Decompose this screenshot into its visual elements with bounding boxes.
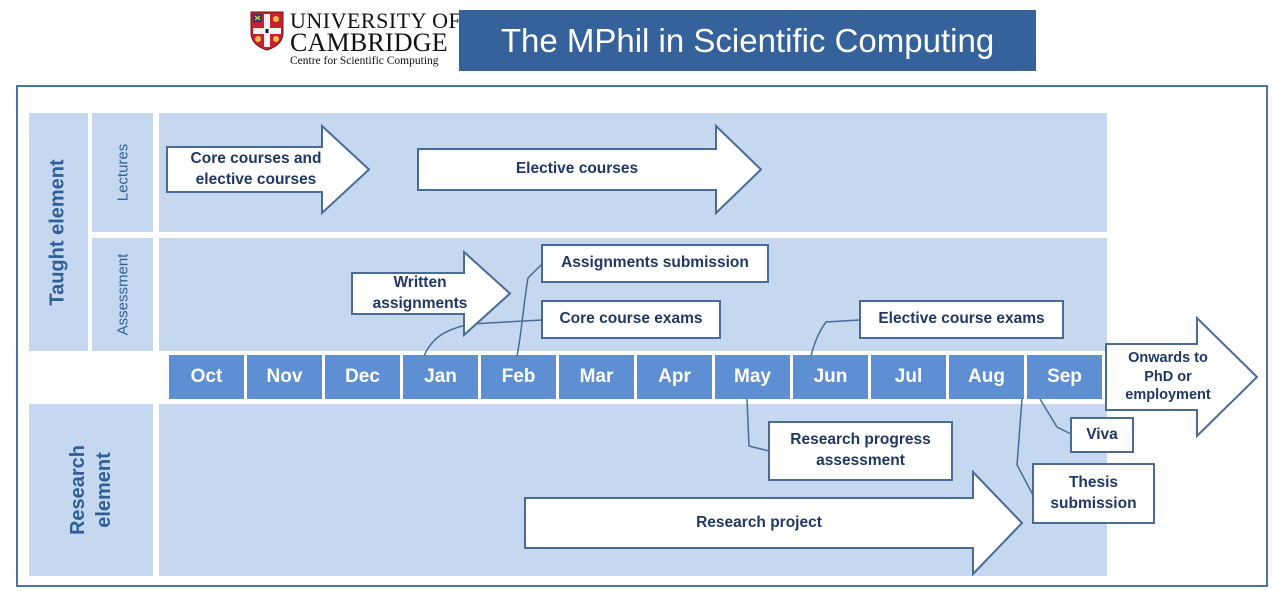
onwards-arrow-shape	[1105, 315, 1259, 439]
research-project-arrow-shape	[524, 469, 1024, 577]
core-courses-label: Core courses and elective courses	[190, 149, 322, 188]
month-aug: Aug	[949, 355, 1024, 399]
elective-courses-label: Elective courses	[515, 160, 639, 178]
onwards-label: Onwards to PhD or employment	[1125, 349, 1211, 404]
month-apr: Apr	[637, 355, 712, 399]
month-dec: Dec	[325, 355, 400, 399]
month-jan: Jan	[403, 355, 478, 399]
elective-courses-arrow: Elective courses	[417, 123, 763, 216]
core-course-exams-box: Core course exams	[541, 300, 721, 339]
lectures-label: Lectures	[92, 113, 153, 232]
page-title: The MPhil in Scientific Computing	[459, 10, 1036, 71]
taught-element-label: Taught element	[29, 113, 88, 351]
core-courses-arrow-shape	[166, 123, 371, 216]
onwards-arrow: Onwards to PhD or employment	[1105, 315, 1259, 439]
assessment-text: Assessment	[114, 253, 132, 336]
university-name-line2: CAMBRIDGE	[290, 28, 448, 57]
research-project-arrow: Research project	[524, 469, 1024, 577]
university-name-line1: UNIVERSITY OF	[290, 8, 462, 33]
written-assignments-arrow: Written assignments	[351, 249, 512, 338]
viva-box: Viva	[1070, 417, 1134, 453]
month-may: May	[715, 355, 790, 399]
thesis-submission-box: Thesis submission	[1032, 463, 1155, 524]
university-crest-icon	[250, 11, 284, 51]
research-element-text: Research element	[67, 444, 115, 536]
assignments-submission-box: Assignments submission	[541, 244, 769, 283]
month-oct: Oct	[169, 355, 244, 399]
written-assignments-label: Written assignments	[372, 273, 468, 312]
month-jun: Jun	[793, 355, 868, 399]
research-element-label: Research element	[29, 404, 153, 576]
month-feb: Feb	[481, 355, 556, 399]
diagram-frame	[16, 85, 1268, 587]
lectures-text: Lectures	[113, 143, 131, 202]
header: UNIVERSITY OF CAMBRIDGE Centre for Scien…	[0, 0, 1283, 80]
research-project-label: Research project	[696, 513, 822, 531]
written-assignments-arrow-shape	[351, 249, 512, 338]
month-mar: Mar	[559, 355, 634, 399]
core-courses-arrow: Core courses and elective courses	[166, 123, 371, 216]
month-sep: Sep	[1027, 355, 1102, 399]
research-progress-box: Research progress assessment	[768, 421, 953, 481]
centre-name: Centre for Scientific Computing	[290, 55, 439, 67]
month-jul: Jul	[871, 355, 946, 399]
elective-course-exams-box: Elective course exams	[859, 300, 1064, 339]
elective-courses-arrow-shape	[417, 123, 763, 216]
taught-element-text: Taught element	[47, 158, 69, 306]
month-nov: Nov	[247, 355, 322, 399]
assessment-label: Assessment	[92, 238, 153, 351]
